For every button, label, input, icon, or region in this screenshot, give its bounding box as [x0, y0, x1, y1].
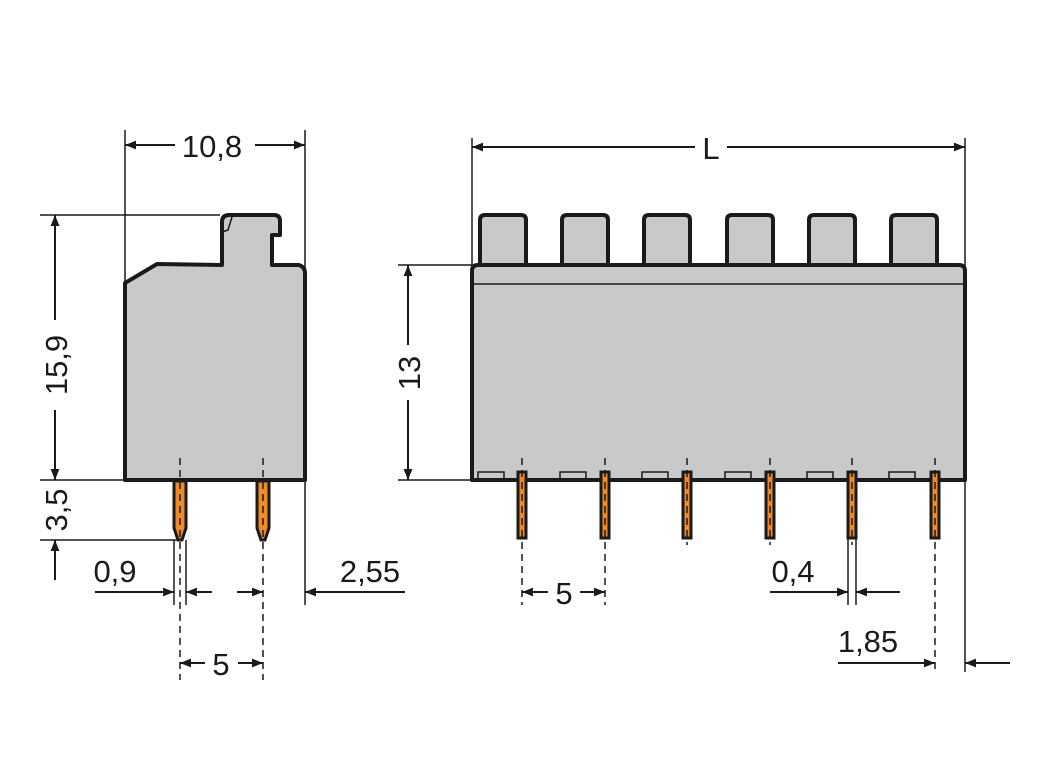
front-view: L 13 5 0,4 1,85	[392, 131, 1010, 672]
release-tab	[725, 213, 775, 267]
pin	[681, 470, 693, 540]
height-dimension-label: 13	[392, 356, 427, 390]
pitch-dimension-label: 5	[555, 576, 572, 611]
width-dimension-label: 10,8	[182, 129, 242, 164]
release-tab	[560, 213, 610, 267]
pin	[929, 470, 941, 540]
release-tab	[642, 213, 692, 267]
release-tabs	[478, 213, 939, 267]
pin	[516, 470, 528, 540]
pin	[846, 470, 858, 540]
base-recesses	[477, 471, 916, 480]
tab-detail	[221, 216, 233, 233]
pin-width-dimension-label: 0,9	[93, 554, 136, 589]
front-housing	[470, 263, 967, 482]
length-dimension-label: L	[702, 131, 719, 166]
pitch-dimension-label: 5	[212, 647, 229, 682]
release-tab	[889, 213, 939, 267]
pin	[764, 470, 776, 540]
side-view: 10,8 15,9 3,5 0,9 2,55 5	[39, 129, 405, 682]
height-dimension-label: 15,9	[39, 335, 74, 395]
release-tab	[807, 213, 857, 267]
pin	[599, 470, 611, 540]
edge-offset-dimension-label: 1,85	[838, 624, 898, 659]
side-housing	[123, 213, 307, 482]
pin-centerlines	[521, 458, 936, 672]
pin-thickness-dimension-label: 0,4	[771, 554, 814, 589]
release-tab	[478, 213, 528, 267]
pin-length-dimension-label: 3,5	[39, 488, 74, 531]
offset-dimension-label: 2,55	[340, 554, 400, 589]
